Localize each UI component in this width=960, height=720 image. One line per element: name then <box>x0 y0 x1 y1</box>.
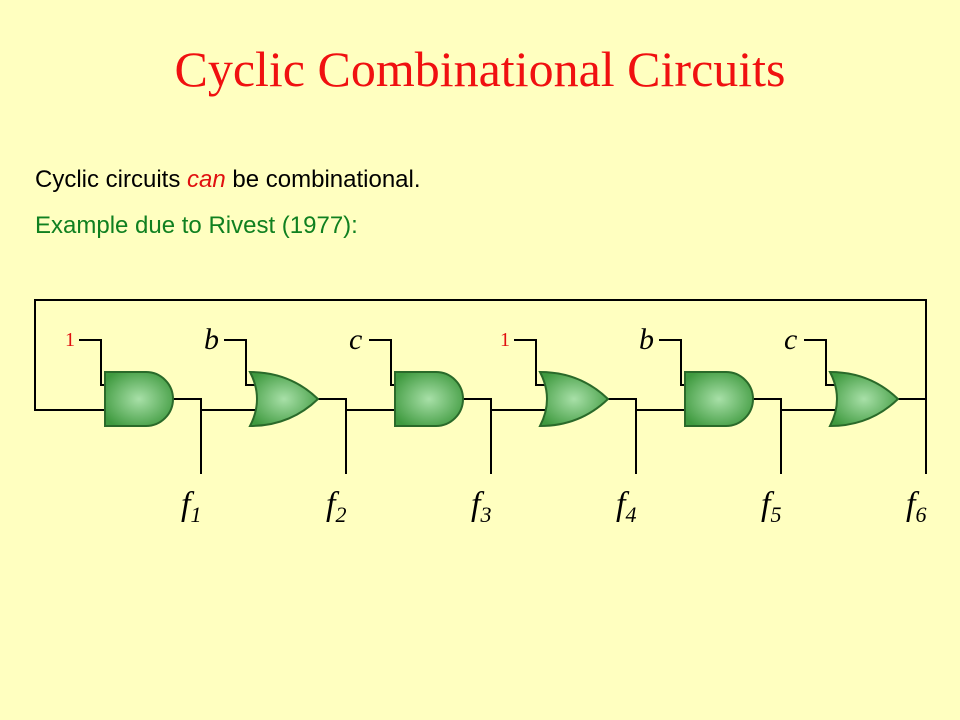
input-label-6: c <box>784 323 797 356</box>
gate-5-and <box>684 371 754 427</box>
gate-1-and <box>104 371 174 427</box>
output-wire-2 <box>318 398 347 474</box>
circuit-labels: 1 f1 b f2 c f3 1 f4 b f5 c f6 <box>65 323 926 527</box>
statement-before: Cyclic circuits <box>35 166 188 193</box>
input-label-1: 1 <box>65 329 75 351</box>
input-label-4: 1 <box>500 329 510 351</box>
input-wire-5 <box>659 339 685 386</box>
input-wire-6 <box>804 339 836 386</box>
output-label-5: f5 <box>761 486 781 527</box>
gate-6-or <box>828 370 900 428</box>
output-label-6: f6 <box>906 486 926 527</box>
slide-title: Cyclic Combinational Circuits <box>174 41 786 97</box>
output-wire-6 <box>898 398 927 474</box>
gate-3-and <box>394 371 464 427</box>
statement-line: Cyclic circuits can be combinational. <box>35 166 421 194</box>
gate-4-or <box>538 370 610 428</box>
gate-2-or <box>248 370 320 428</box>
output-label-1: f1 <box>181 486 201 527</box>
input-wire-1 <box>79 339 105 386</box>
output-wire-1 <box>173 398 202 474</box>
input-label-5: b <box>639 323 654 356</box>
circuit-wires <box>34 299 927 474</box>
output-label-4: f4 <box>616 486 636 527</box>
feedback-loop-wire <box>34 299 927 411</box>
example-line: Example due to Rivest (1977): <box>35 212 358 239</box>
output-label-3: f3 <box>471 486 491 527</box>
output-wire-5 <box>753 398 782 474</box>
input-wire-4 <box>514 339 546 386</box>
output-wire-4 <box>608 398 637 474</box>
statement-after: be combinational. <box>225 166 421 193</box>
output-label-2: f2 <box>326 486 346 527</box>
output-wire-3 <box>463 398 492 474</box>
input-wire-2 <box>224 339 256 386</box>
input-wire-3 <box>369 339 395 386</box>
statement-emphasis: can <box>187 166 226 193</box>
input-label-3: c <box>349 323 362 356</box>
circuit-gates <box>104 370 900 428</box>
input-label-2: b <box>204 323 219 356</box>
